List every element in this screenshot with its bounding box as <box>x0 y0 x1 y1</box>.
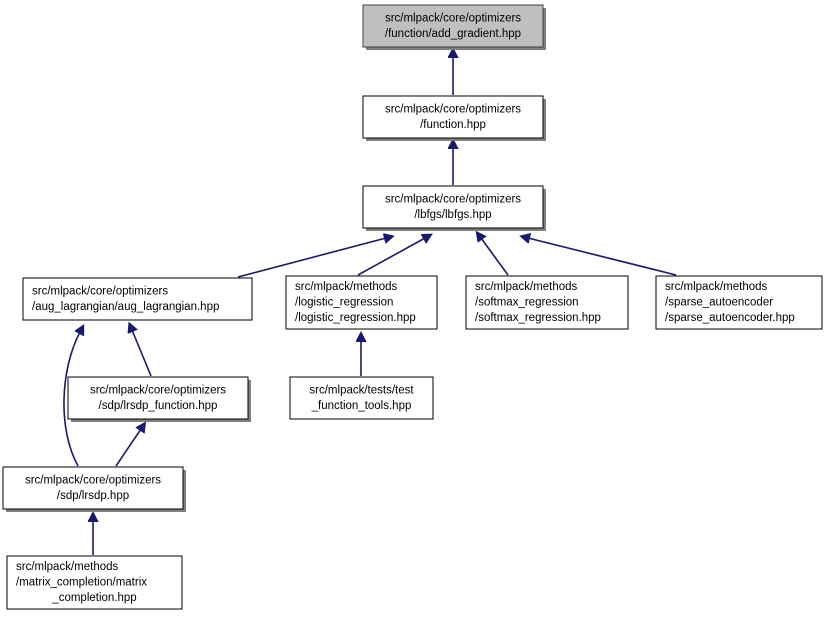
graph-edge-aug_lagrangian-to-lbfgs <box>237 238 386 278</box>
graph-edges <box>63 56 677 555</box>
node-label-line: src/mlpack/methods <box>295 281 398 293</box>
node-label-line: /softmax_regression.hpp <box>475 312 601 324</box>
node-box[interactable] <box>289 376 434 420</box>
node-box[interactable] <box>6 555 183 610</box>
node-label-line: /aug_lagrangian/aug_lagrangian.hpp <box>32 301 219 313</box>
node-label-line: /logistic_regression.hpp <box>295 312 416 324</box>
graph-nodes: src/mlpack/core/optimizers/function/add_… <box>2 4 823 610</box>
node-label-line: src/mlpack/core/optimizers <box>25 474 161 486</box>
node-box[interactable] <box>22 277 253 321</box>
graph-node-lrsdp_function[interactable]: src/mlpack/core/optimizers/sdp/lrsdp_fun… <box>67 376 251 422</box>
node-label-line: _function_tools.hpp <box>311 400 412 412</box>
node-label-line: src/mlpack/methods <box>475 281 578 293</box>
graph-node-lbfgs[interactable]: src/mlpack/core/optimizers/lbfgs/lbfgs.h… <box>362 185 546 231</box>
node-label-line: _completion.hpp <box>51 592 136 604</box>
graph-edge-lrsdp-to-aug_lagrangian <box>63 332 80 467</box>
graph-edge-sparse_autoencoder-to-lbfgs <box>528 238 677 276</box>
graph-node-softmax_regression[interactable]: src/mlpack/methods/softmax_regression/so… <box>465 275 629 330</box>
node-label-line: /sdp/lrsdp.hpp <box>57 490 129 502</box>
node-label-line: src/mlpack/methods <box>665 281 768 293</box>
graph-node-matrix_completion[interactable]: src/mlpack/methods/matrix_completion/mat… <box>6 555 183 610</box>
node-label-line: src/mlpack/core/optimizers <box>90 384 226 396</box>
graph-node-lrsdp[interactable]: src/mlpack/core/optimizers/sdp/lrsdp.hpp… <box>2 466 186 512</box>
node-label-line: /lbfgs/lbfgs.hpp <box>414 209 491 221</box>
node-label-line: src/mlpack/core/optimizers <box>385 193 521 205</box>
node-box[interactable] <box>465 275 629 330</box>
graph-node-sparse_autoencoder[interactable]: src/mlpack/methods/sparse_autoencoder/sp… <box>655 275 823 330</box>
graph-node-function[interactable]: src/mlpack/core/optimizers/function.hpps… <box>362 95 546 141</box>
node-label-line: /sdp/lrsdp_function.hpp <box>99 400 218 412</box>
graph-node-test_function_tools[interactable]: src/mlpack/tests/test _function_tools.hpp… <box>289 376 434 420</box>
node-box[interactable] <box>362 95 544 139</box>
graph-edge-softmax_regression-to-lbfgs <box>481 238 509 276</box>
graph-edge-lrsdp_function-to-aug_lagrangian <box>132 330 152 377</box>
graph-edge-logistic_regression-to-lbfgs <box>357 238 425 276</box>
node-box[interactable] <box>362 4 544 48</box>
node-label-line: /function/add_gradient.hpp <box>385 28 521 40</box>
node-box[interactable] <box>655 275 823 330</box>
node-label-line: /softmax_regression <box>475 297 579 309</box>
node-box[interactable] <box>285 275 438 330</box>
node-label-line: src/mlpack/methods <box>16 561 119 573</box>
node-box[interactable] <box>67 376 249 420</box>
graph-node-aug_lagrangian[interactable]: src/mlpack/core/optimizers/aug_lagrangia… <box>22 277 253 321</box>
node-label-line: src/mlpack/core/optimizers <box>32 285 168 297</box>
node-label-line: /function.hpp <box>420 119 486 131</box>
node-label-line: /logistic_regression <box>295 297 393 309</box>
graph-node-logistic_regression[interactable]: src/mlpack/methods/logistic_regression/l… <box>285 275 438 330</box>
node-label-line: src/mlpack/tests/test <box>309 384 414 396</box>
node-label-line: /sparse_autoencoder.hpp <box>665 312 795 324</box>
node-box[interactable] <box>2 466 184 510</box>
graph-node-add_gradient[interactable]: src/mlpack/core/optimizers/function/add_… <box>362 4 546 50</box>
node-label-line: src/mlpack/core/optimizers <box>385 12 521 24</box>
graph-edge-lrsdp-to-lrsdp_function <box>115 429 141 467</box>
node-label-line: /matrix_completion/matrix <box>16 577 147 589</box>
node-box[interactable] <box>362 185 544 229</box>
node-label-line: src/mlpack/core/optimizers <box>385 103 521 115</box>
node-label-line: /sparse_autoencoder <box>665 297 773 309</box>
